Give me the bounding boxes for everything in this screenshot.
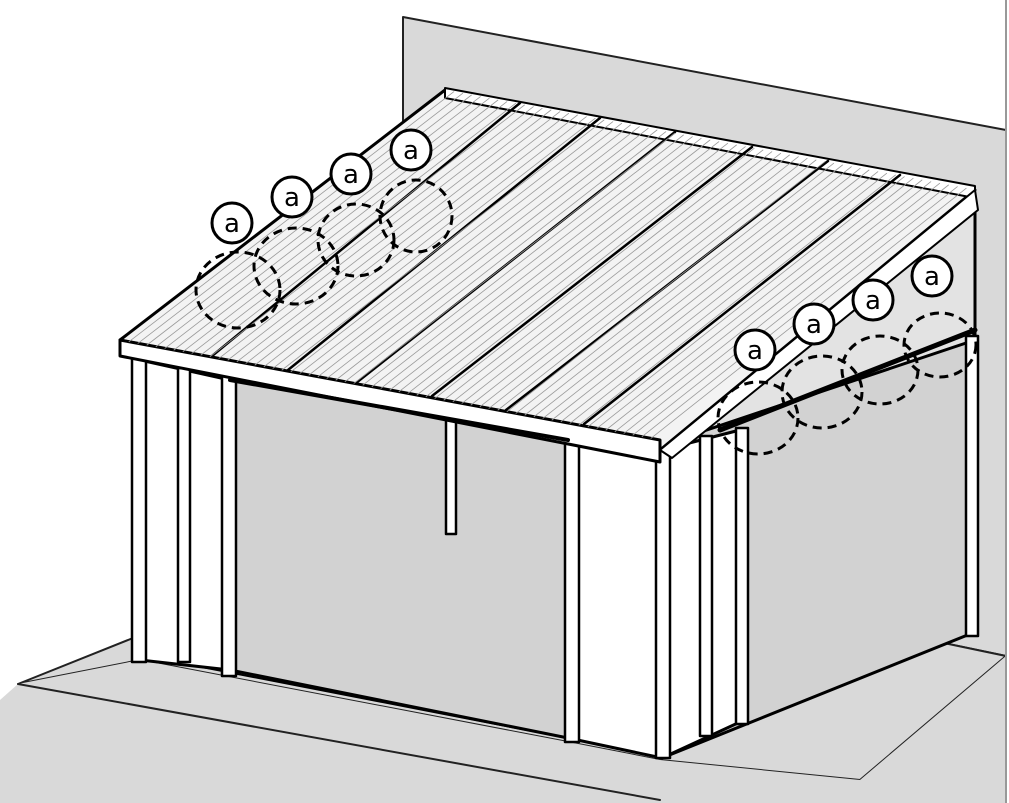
roof-corrugation-line xyxy=(623,182,941,434)
front-right-panel xyxy=(566,438,664,760)
roof-corrugation-line xyxy=(182,101,508,353)
roof-corrugation-line xyxy=(398,141,720,393)
roof-corrugation-line xyxy=(326,127,649,379)
roof-corrugation-line xyxy=(317,126,640,378)
roof-corrugation-line xyxy=(533,166,852,418)
roof-corrugation-line xyxy=(371,136,693,388)
roof-corrugation-line xyxy=(461,152,782,404)
roof-corrugation-line xyxy=(515,162,835,414)
callout-left-4: a xyxy=(389,128,433,172)
roof-corrugation-line xyxy=(560,171,879,423)
roof-corrugation-line xyxy=(344,131,667,383)
post-front-right xyxy=(654,444,672,760)
front-beam xyxy=(228,378,570,442)
callout-right-1-label: a xyxy=(747,336,763,366)
fastener-area-right-1 xyxy=(716,380,800,456)
roof-corrugation-line xyxy=(389,139,711,391)
roof-corrugation-line xyxy=(299,122,623,374)
roof-corrugation-line xyxy=(209,106,534,358)
callout-left-4-label: a xyxy=(403,136,419,166)
roof-corrugation-line xyxy=(353,132,676,384)
roof-corrugation-line xyxy=(254,114,578,366)
callout-left-3-label: a xyxy=(343,160,359,190)
roof-corrugation-line xyxy=(164,97,490,349)
roof-corrugation-line xyxy=(227,109,552,361)
roof-corrugation-line xyxy=(632,184,949,436)
roof-corrugation-line xyxy=(191,102,517,354)
right-side-beam xyxy=(717,327,978,433)
posts xyxy=(130,334,980,760)
roof-corrugation-line xyxy=(290,121,614,373)
fastener-area-left-3 xyxy=(316,202,396,278)
roof-corrugation-line xyxy=(434,147,755,399)
ground-front-edge xyxy=(17,683,661,801)
callout-right-3-label: a xyxy=(865,286,881,316)
callout-left-3: a xyxy=(329,152,373,196)
roof-corrugation-line xyxy=(173,99,499,351)
callout-left-1: a xyxy=(210,201,254,245)
callout-left-2-label: a xyxy=(284,183,300,213)
roof-corrugation-line xyxy=(416,144,737,396)
roof-corrugation-line xyxy=(380,137,702,389)
roof-corrugation-line xyxy=(236,111,561,363)
roof-corrugation-line xyxy=(335,129,658,381)
callout-right-2-label: a xyxy=(806,310,822,340)
fastener-area-left-2 xyxy=(252,226,340,306)
post-right-inner xyxy=(698,434,714,738)
fastener-area-left-4 xyxy=(378,178,454,254)
fastener-area-left-1 xyxy=(194,250,282,330)
roof-corrugation-line xyxy=(281,119,605,371)
roof-corrugation-line xyxy=(218,107,543,359)
roof-corrugation-line xyxy=(578,174,896,426)
roof-corrugation-line xyxy=(614,181,932,433)
roof-corrugation-line xyxy=(479,156,799,408)
roof-corrugation-line xyxy=(272,117,596,369)
roof-corrugation-line xyxy=(263,116,587,368)
roof-corrugation-line xyxy=(506,161,826,413)
roof-corrugation-line xyxy=(245,112,570,364)
post-right-door xyxy=(734,426,750,726)
ground-plane-lower xyxy=(0,656,1006,803)
roof-corrugation-line xyxy=(524,164,843,416)
roof-corrugation-line xyxy=(452,151,773,403)
callout-right-2: a xyxy=(792,302,836,346)
roof-corrugation-line xyxy=(587,176,905,428)
roof-corrugation-line xyxy=(488,157,808,409)
fastener-area-right-2 xyxy=(780,354,864,430)
callout-left-1-label: a xyxy=(224,209,240,239)
roof-corrugation xyxy=(128,91,967,439)
callout-right-1: a xyxy=(733,328,777,372)
post-back-left xyxy=(444,414,458,536)
callout-right-4: a xyxy=(910,254,954,298)
roof-corrugation-line xyxy=(425,146,746,398)
callouts-right: a a a a xyxy=(733,254,954,372)
post-front-mid-left xyxy=(176,366,192,664)
callout-right-4-label: a xyxy=(924,262,940,292)
fastener-areas xyxy=(194,178,978,456)
post-front-left xyxy=(130,354,148,664)
roof-corrugation-line xyxy=(470,154,790,406)
roof-corrugation-line xyxy=(497,159,817,411)
roof-corrugation-line xyxy=(443,149,764,401)
roof-corrugation-line xyxy=(407,142,729,394)
roof-corrugation-line xyxy=(362,134,684,386)
callout-right-3: a xyxy=(851,278,895,322)
post-back-right xyxy=(964,334,980,638)
post-front-door-right xyxy=(563,438,581,744)
post-front-door-left xyxy=(220,374,238,678)
callouts-left: a a a a xyxy=(210,128,433,245)
roof-corrugation-line xyxy=(605,179,923,431)
roof-corrugation-line xyxy=(200,104,525,356)
roof-corrugation-line xyxy=(596,177,914,429)
roof-corrugation-line xyxy=(569,172,888,424)
fastener-area-right-4 xyxy=(902,311,978,379)
callout-left-2: a xyxy=(270,175,314,219)
roof-corrugation-line xyxy=(542,167,861,419)
roof-corrugation-line xyxy=(551,169,870,421)
roof-corrugation-line xyxy=(308,124,631,376)
